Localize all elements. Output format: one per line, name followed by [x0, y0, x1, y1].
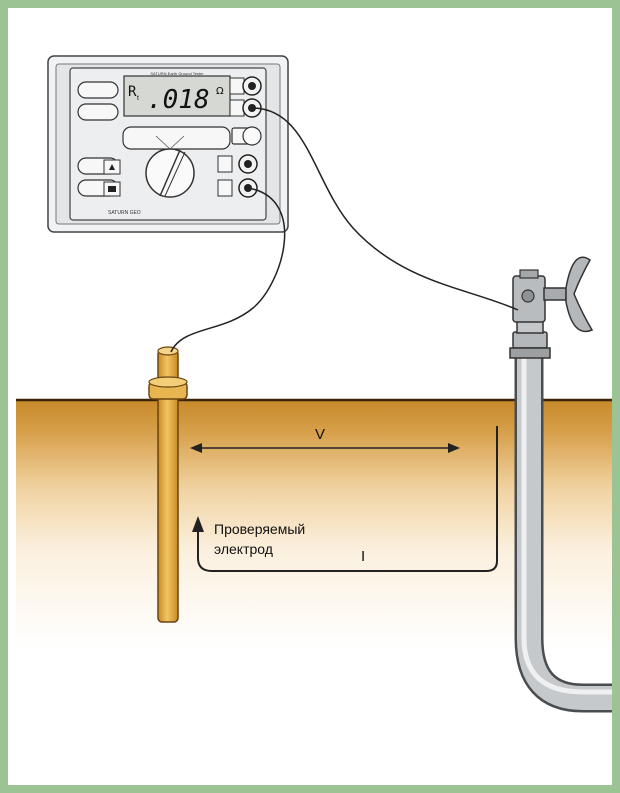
test-electrode	[148, 346, 188, 623]
voltage-arrow	[190, 443, 460, 453]
electrode-label-line1: Проверяемый	[214, 521, 306, 537]
current-label: I	[361, 548, 366, 565]
lead-to-pipe	[251, 107, 519, 311]
illustration: SATURN Earth Ground Tester R t .018 Ω	[16, 55, 612, 713]
terminal-3[interactable]	[217, 154, 258, 174]
voltage-label: V	[315, 426, 326, 443]
display-unit: Ω	[216, 86, 224, 97]
lcd-display	[123, 75, 231, 117]
soil	[16, 400, 612, 650]
electrode-label-line2: электрод	[214, 541, 273, 557]
water-pipe	[509, 319, 612, 713]
meter-button-1[interactable]	[77, 81, 119, 99]
terminal-1[interactable]	[229, 76, 262, 96]
lead-to-electrode	[170, 187, 286, 353]
pipe-clamp	[512, 256, 594, 333]
earth-tester-meter: SATURN Earth Ground Tester R t .018 Ω	[47, 55, 289, 233]
display-header: SATURN Earth Ground Tester	[150, 71, 204, 76]
display-value: .018	[147, 85, 210, 115]
meter-button-2[interactable]	[77, 103, 119, 121]
current-path	[192, 426, 498, 572]
meter-brand: SATURN GEO	[108, 210, 141, 216]
electrode-label: Проверяемый электрод	[214, 519, 305, 559]
display-subscript: t	[137, 95, 139, 102]
display-prefix: R	[128, 84, 137, 100]
